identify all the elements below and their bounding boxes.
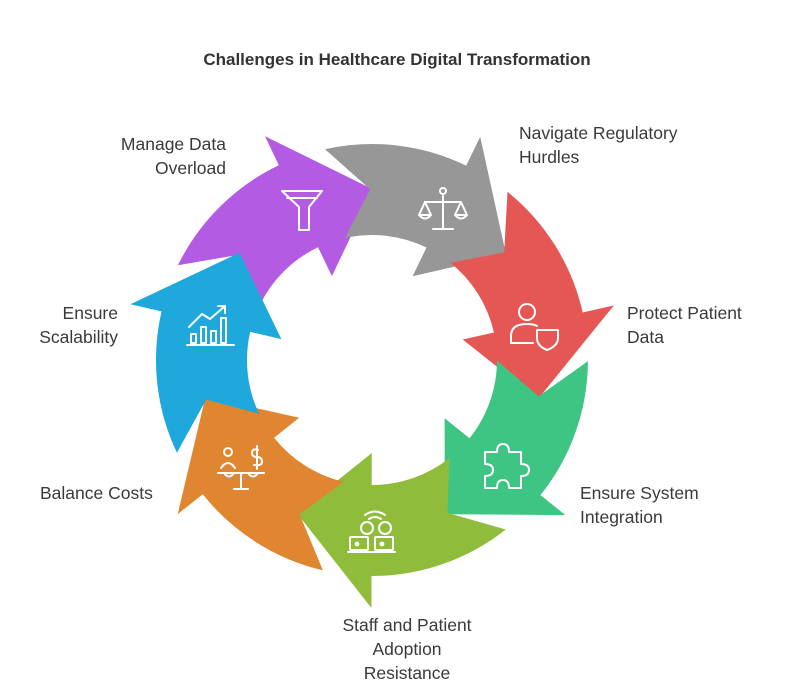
growth-chart-icon bbox=[186, 305, 235, 346]
arrow-segment-data-overload bbox=[177, 136, 374, 306]
arrow-segment-scalability bbox=[130, 252, 282, 453]
funnel-icon bbox=[281, 190, 323, 231]
cost-balance-icon bbox=[217, 445, 265, 490]
diagram-title: Challenges in Healthcare Digital Transfo… bbox=[203, 50, 591, 69]
arrow-segment-integration bbox=[444, 360, 588, 516]
scales-icon bbox=[418, 187, 468, 230]
user-shield-icon bbox=[510, 303, 559, 351]
label-costs: Balance Costs bbox=[40, 483, 153, 503]
arrow-segment-costs bbox=[177, 396, 344, 571]
arrow-segment-patient-data bbox=[450, 191, 614, 400]
arrow-segment-adoption bbox=[296, 453, 506, 608]
team-laptops-icon bbox=[347, 510, 396, 553]
arrow-segment-regulatory bbox=[325, 136, 507, 277]
puzzle-icon bbox=[484, 443, 530, 489]
